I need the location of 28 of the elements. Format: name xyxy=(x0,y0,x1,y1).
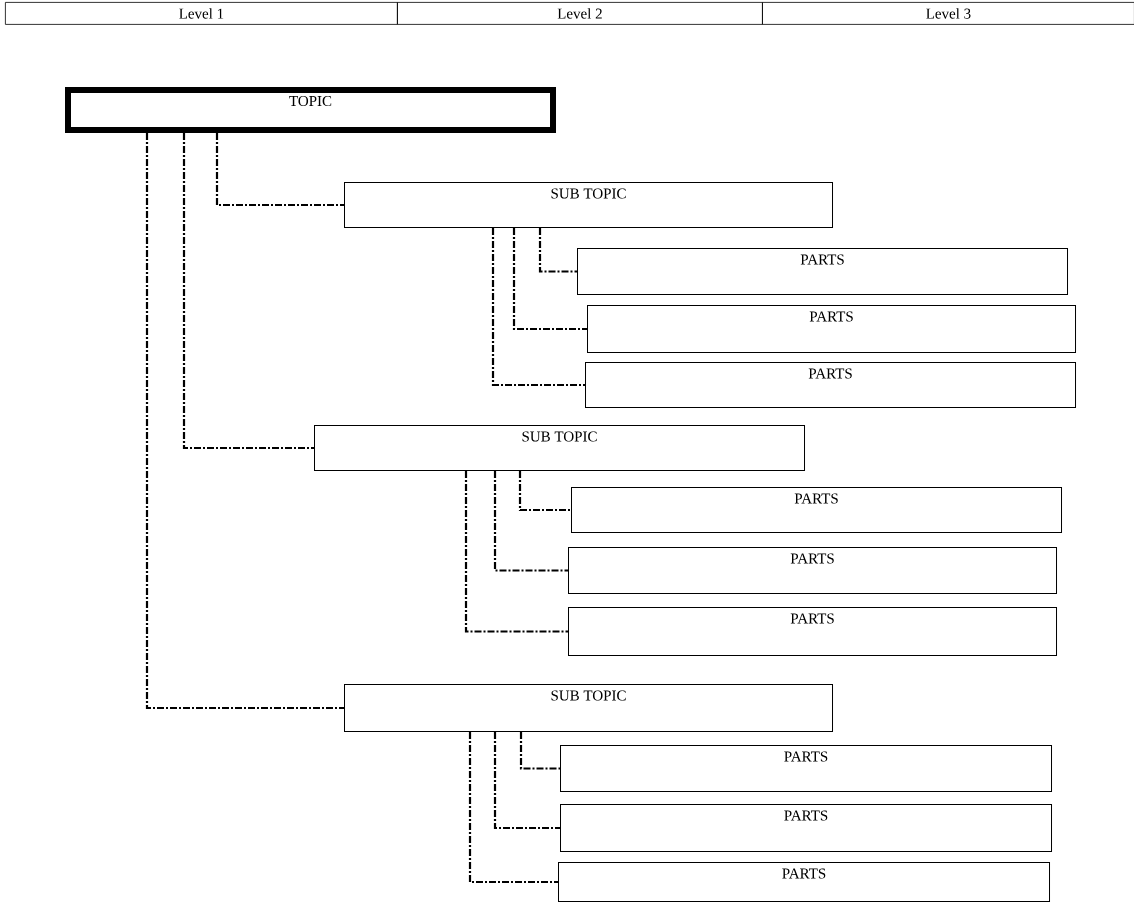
table-cell: Level 1 xyxy=(5,2,398,25)
table-cell: Level 3 xyxy=(762,2,1134,25)
connector-line xyxy=(519,732,560,770)
text-box: SUB TOPIC xyxy=(314,425,805,471)
text-box: PARTS xyxy=(560,745,1052,792)
connector-line xyxy=(493,732,560,830)
connector-line xyxy=(468,732,558,884)
text-box: PARTS xyxy=(568,607,1057,656)
text-box: SUB TOPIC xyxy=(344,684,833,732)
text-box: PARTS xyxy=(571,487,1062,533)
text-box: PARTS xyxy=(558,862,1050,902)
connector-line xyxy=(512,228,587,331)
text-box: PARTS xyxy=(560,804,1052,852)
topic-box: TOPIC xyxy=(65,87,556,133)
text-box: PARTS xyxy=(568,547,1057,594)
text-box: PARTS xyxy=(577,248,1068,295)
connector-line xyxy=(464,471,568,633)
text-box: PARTS xyxy=(585,362,1076,408)
connector-line xyxy=(491,228,585,387)
connector-line xyxy=(215,133,344,207)
connector-line xyxy=(518,471,571,512)
connector-line xyxy=(538,228,577,273)
text-box: SUB TOPIC xyxy=(344,182,833,228)
text-box: PARTS xyxy=(587,305,1076,353)
connector-line xyxy=(145,133,344,710)
connector-line xyxy=(493,471,568,572)
table-cell: Level 2 xyxy=(397,2,763,25)
connector-line xyxy=(182,133,314,450)
